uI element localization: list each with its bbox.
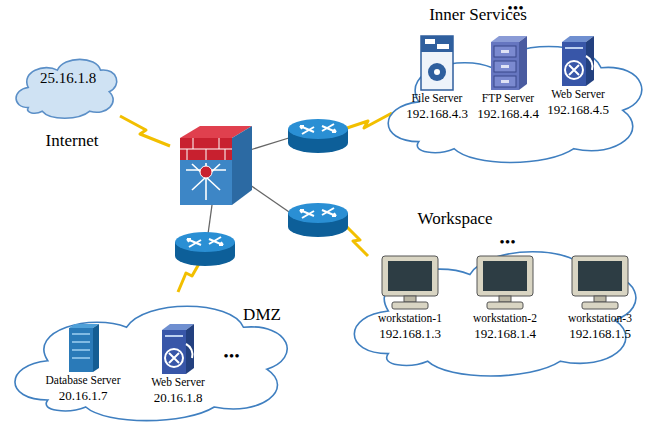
device-name: Web Server [149,376,207,390]
zone-title: Workspace [417,210,492,229]
workstation: workstation-3192.168.1.5 [566,254,634,341]
device-name: File Server [404,92,470,106]
ip-address: 192.168.4.5 [545,102,611,118]
router [288,119,348,153]
firewall-switch [180,126,252,205]
pc-icon [568,254,632,312]
ellipsis-mark: ••• [500,234,517,250]
web-icon [156,322,200,376]
server: Database Server20.16.1.7 [43,322,123,403]
pc-icon [473,254,537,312]
network-zone: Workspaceworkstation-1192.168.1.3worksta… [343,232,645,384]
device-name: Web Server [545,88,611,102]
server: File Server192.168.4.3 [404,34,470,121]
zone-title: DMZ [243,306,281,325]
network-zone: Inner ServicesFile Server192.168.4.3FTP … [378,28,650,170]
device-name: workstation-1 [376,312,444,326]
device-name: Database Server [43,374,123,388]
server: Web Server192.168.4.5 [545,34,611,117]
db-icon [61,322,105,374]
ellipsis-mark: ••• [224,348,241,364]
wireless-links [120,113,392,292]
ip-address: 20.16.1.8 [149,390,207,406]
network-zone: DMZDatabase Server20.16.1.7Web Server20.… [4,288,296,423]
internet-cloud: 25.16.1.8Internet [12,50,120,122]
web-icon [556,34,600,88]
workstation: workstation-1192.168.1.3 [376,254,444,341]
server: FTP Server192.168.4.4 [475,34,541,121]
ip-address: 192.168.1.3 [376,326,444,342]
ftp-icon [485,34,531,92]
ip-address: 20.16.1.7 [43,388,123,404]
zone-title: Internet [46,132,99,151]
ip-address: 25.16.1.8 [40,70,96,87]
pc-icon [378,254,442,312]
ip-address: 192.168.4.4 [475,106,541,122]
ellipsis-mark: ••• [508,0,525,16]
router [288,203,348,237]
ip-address: 192.168.4.3 [404,106,470,122]
device-name: workstation-2 [471,312,539,326]
workstation: workstation-2192.168.1.4 [471,254,539,341]
ip-address: 192.168.1.5 [566,326,634,342]
server: Web Server20.16.1.8 [149,322,207,405]
file-icon [415,34,459,92]
router [175,232,235,266]
device-name: workstation-3 [566,312,634,326]
ip-address: 192.168.1.4 [471,326,539,342]
device-name: FTP Server [475,92,541,106]
